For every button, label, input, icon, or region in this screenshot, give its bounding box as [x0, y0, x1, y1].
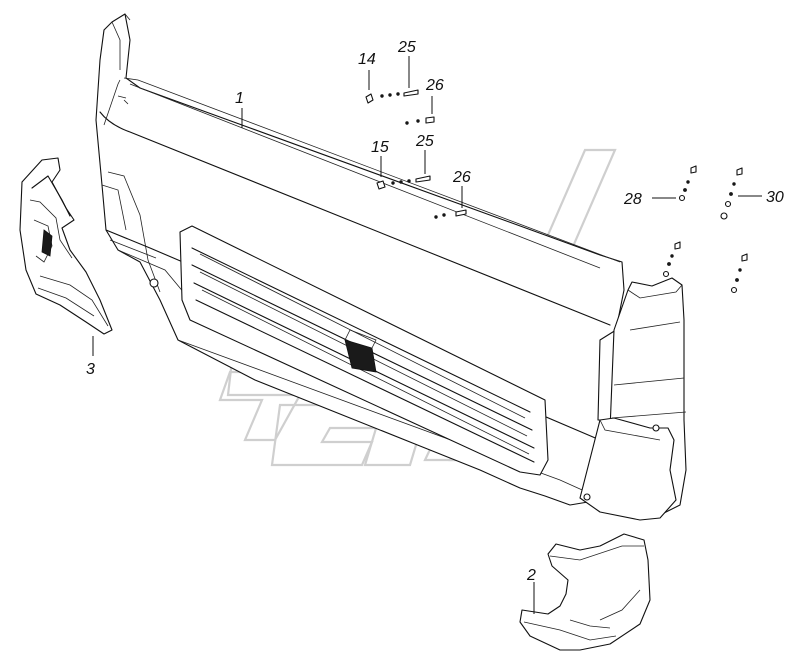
- callout-28: 28: [623, 191, 642, 208]
- callout-25-upper: 25: [397, 39, 416, 56]
- leader-lines: [92, 56, 762, 614]
- callout-1: 1: [235, 90, 244, 107]
- callout-25-lower: 25: [415, 133, 434, 150]
- right-bumper-corner: [579, 417, 677, 521]
- grille: [179, 225, 549, 476]
- callout-30: 30: [766, 189, 784, 206]
- callout-15: 15: [371, 139, 389, 156]
- callout-2: 2: [526, 567, 536, 584]
- right-bumper-corner-part-2: [519, 533, 651, 651]
- callout-26-upper: 26: [425, 77, 444, 94]
- callout-14: 14: [358, 51, 376, 68]
- fasteners: [365, 89, 748, 294]
- left-bumper-corner-part-3: [19, 157, 113, 335]
- callout-labels: 1 14 25 26 15 25 26 28 30 3 2: [86, 39, 784, 584]
- callout-3: 3: [86, 361, 95, 378]
- callout-26-lower: 26: [452, 169, 471, 186]
